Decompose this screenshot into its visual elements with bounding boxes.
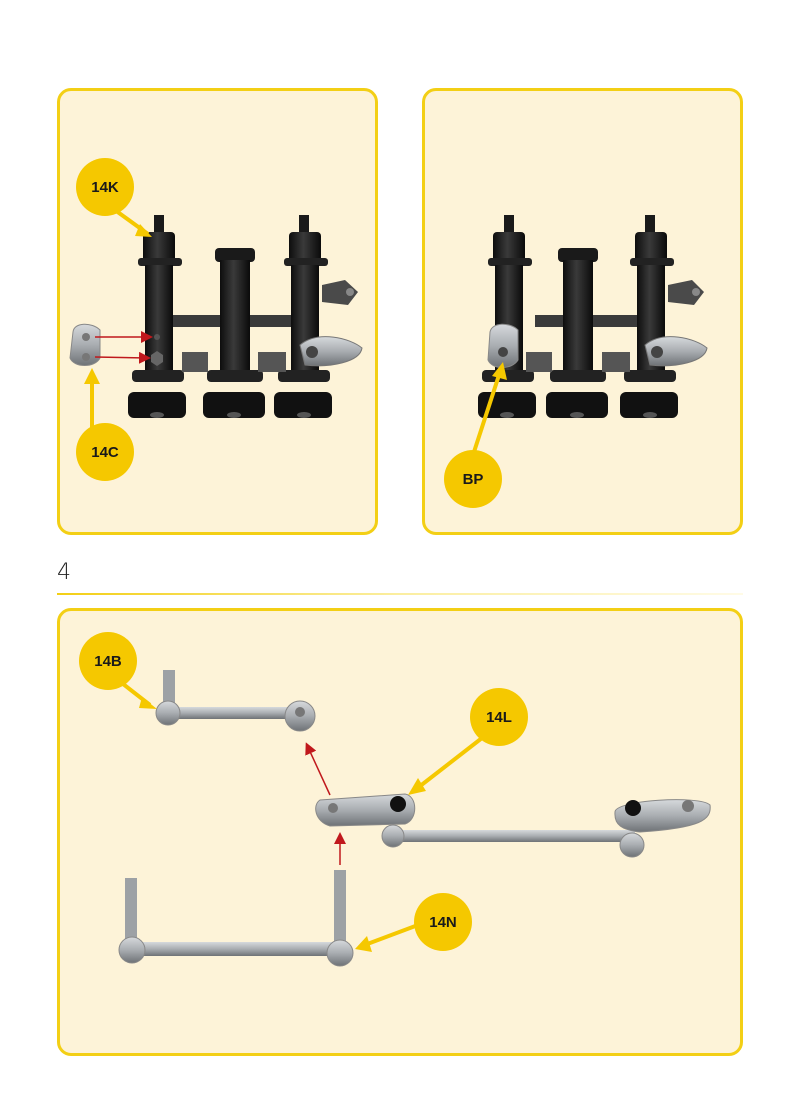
linkage-rods	[116, 670, 711, 967]
cylinder-assembly-b	[471, 215, 708, 456]
callout-14n: 14N	[414, 893, 472, 951]
callout-bp: BP	[444, 450, 502, 508]
callout-14c: 14C	[76, 423, 134, 481]
step-number: 4	[57, 560, 71, 585]
step-divider	[57, 593, 743, 595]
cylinder-assembly-a	[69, 203, 363, 440]
callout-14k: 14K	[76, 158, 134, 216]
callout-14b: 14B	[79, 632, 137, 690]
callout-14l: 14L	[470, 688, 528, 746]
